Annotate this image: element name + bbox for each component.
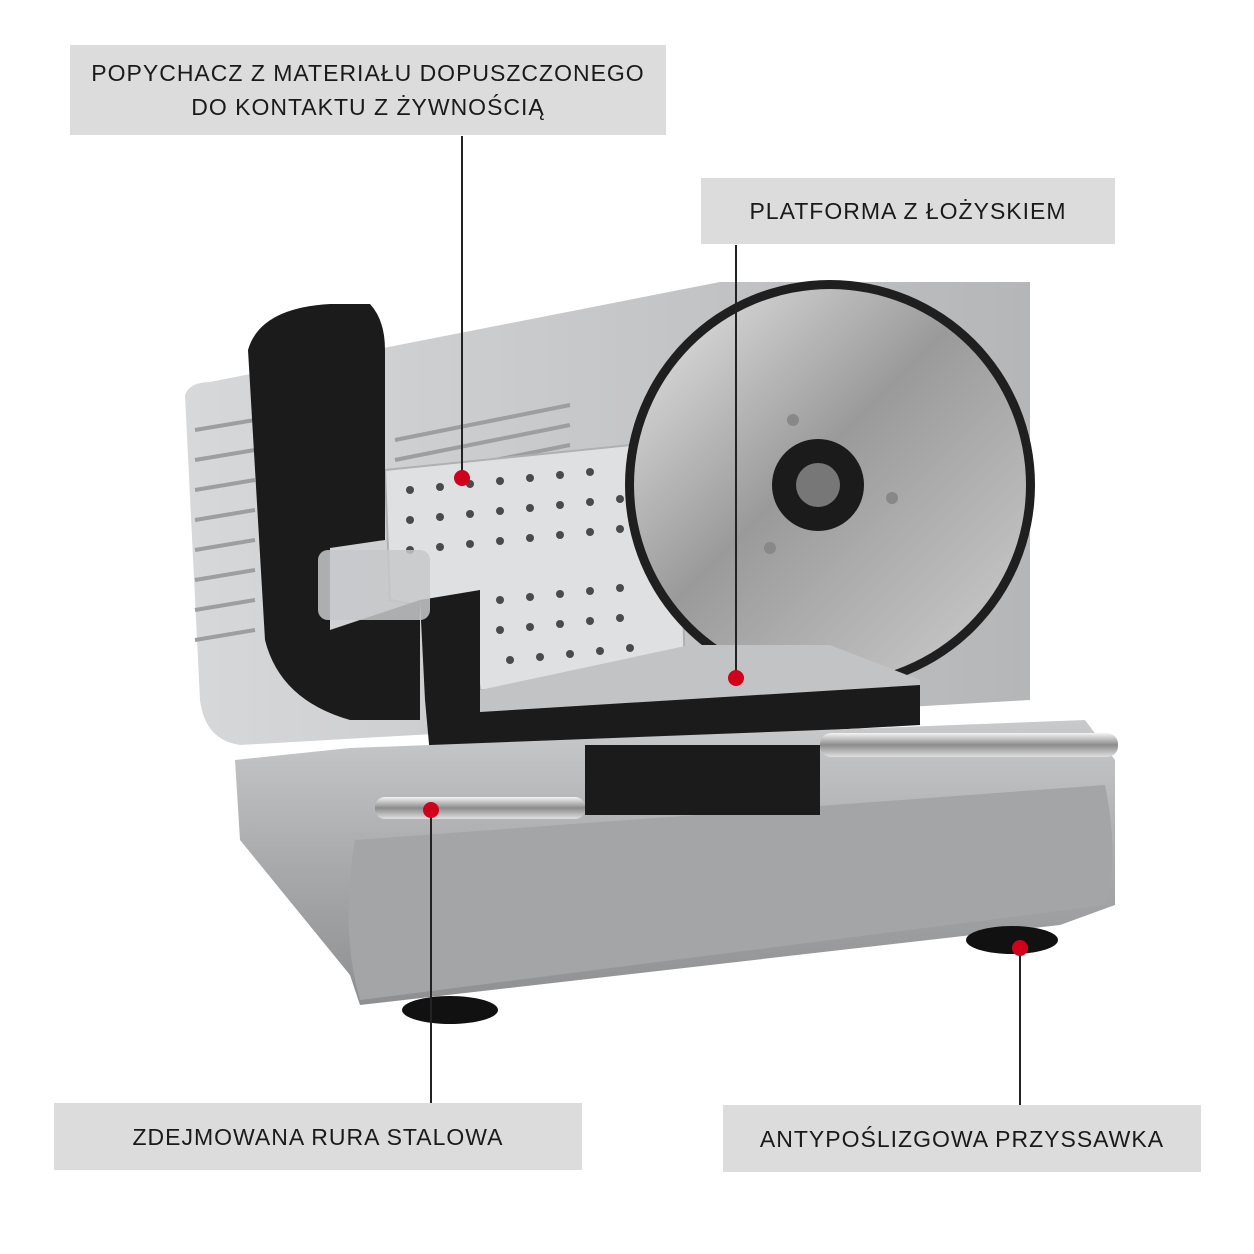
suction-cup-label: ANTYPOŚLIZGOWA PRZYSSAWKA <box>723 1105 1201 1172</box>
carriage-spikes <box>406 468 634 664</box>
pusher-label-line2: DO KONTAKTU Z ŻYWNOŚCIĄ <box>191 94 545 120</box>
steel-rod-front <box>375 797 585 819</box>
marker-pusher <box>454 470 470 486</box>
pusher-label-line1: POPYCHACZ Z MATERIAŁU DOPUSZCZONEGO <box>91 60 645 86</box>
suction-foot-right <box>966 926 1058 954</box>
steel-tube-label: ZDEJMOWANA RURA STALOWA <box>54 1103 582 1170</box>
marker-suction <box>1012 940 1028 956</box>
blade-screw-right <box>886 492 898 504</box>
blade-screw-left <box>764 542 776 554</box>
pusher-handle-guard <box>318 550 430 620</box>
platform-label: PLATFORMA Z ŁOŻYSKIEM <box>701 178 1115 244</box>
marker-platform <box>728 670 744 686</box>
suction-cup-label-text: ANTYPOŚLIZGOWA PRZYSSAWKA <box>759 1125 1165 1152</box>
steel-tube-label-text: ZDEJMOWANA RURA STALOWA <box>132 1123 504 1150</box>
platform-label-text: PLATFORMA Z ŁOŻYSKIEM <box>749 198 1067 224</box>
steel-rod-back <box>820 733 1118 757</box>
marker-tube <box>423 802 439 818</box>
pusher-label: POPYCHACZ Z MATERIAŁU DOPUSZCZONEGO DO K… <box>70 45 666 135</box>
carriage-guide <box>585 745 820 815</box>
blade-hub-center <box>796 463 840 507</box>
blade-screw-top <box>787 414 799 426</box>
base-front-face <box>348 785 1113 1000</box>
suction-foot-front <box>402 996 498 1024</box>
platform-frame <box>420 590 920 770</box>
